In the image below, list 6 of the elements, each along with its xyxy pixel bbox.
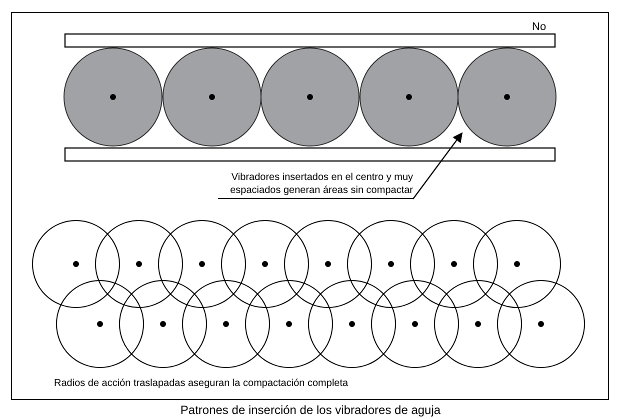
leader-note: Vibradores insertados en el centro y muy espaciados generan áreas sin compactar — [218, 171, 413, 199]
caption: Patrones de inserción de los vibradores de aguja — [179, 403, 442, 417]
note-text: No — [532, 20, 546, 35]
note-text: Radios de acción traslapadas aseguran la compactación completa — [54, 377, 348, 391]
leader-line — [412, 132, 463, 200]
formwork-drawing — [64, 33, 556, 162]
